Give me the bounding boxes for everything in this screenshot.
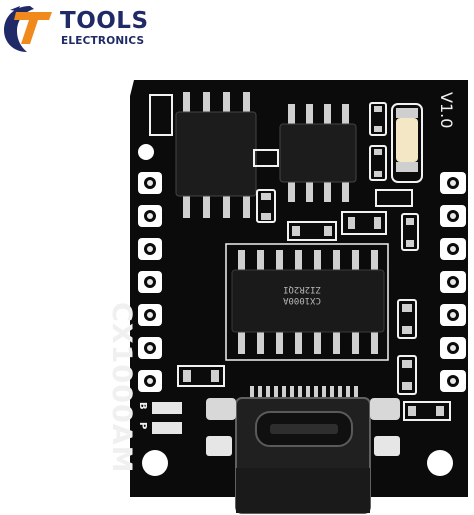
usb-c-connector	[206, 386, 400, 514]
ic-sop8-right	[279, 104, 357, 202]
chip-marking-line-1: CX1000A	[283, 295, 321, 305]
mount-hole	[138, 144, 154, 160]
board-model-label: CX1000AM	[106, 302, 137, 474]
pin-label-b: B	[137, 402, 148, 410]
brand-logo: TOOLS ELECTRONICS	[0, 0, 160, 60]
bp-pads	[152, 402, 182, 434]
smd-passives	[177, 102, 451, 421]
pin-label-p: P	[137, 422, 148, 430]
ic-main-sop16	[225, 243, 389, 361]
brand-logo-mark	[4, 6, 52, 52]
mount-hole	[142, 450, 168, 476]
chip-marking-line-2: ZI2R2QI	[283, 284, 321, 294]
chip-marking: CX1000A ZI2R2QI	[247, 283, 357, 305]
brand-subtitle: ELECTRONICS	[61, 35, 145, 47]
mount-hole	[427, 450, 453, 476]
status-led	[391, 103, 423, 183]
brand-name: TOOLS	[60, 8, 149, 34]
board-version-label: V1.0	[437, 92, 456, 129]
ic-sop8-left	[149, 92, 257, 218]
